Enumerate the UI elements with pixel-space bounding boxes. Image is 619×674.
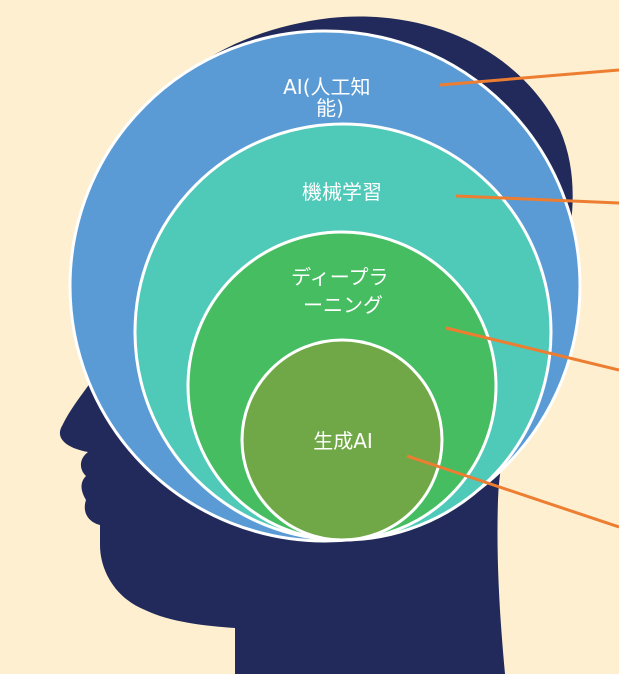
- deep-learning-label-line-2: ーニング: [303, 293, 383, 317]
- deep-learning-label-line-1: ディープラ: [291, 265, 388, 289]
- deep-learning-leader-line: [445, 326, 619, 372]
- deep-learning-label: ディープラ ーニング: [291, 265, 395, 317]
- ai-label: AI(人工知 能): [283, 75, 377, 120]
- machine-learning-label-line-1: 機械学習: [302, 180, 382, 204]
- generative-ai-label: 生成AI: [313, 429, 373, 453]
- generative-ai-leader-line: [406, 454, 619, 529]
- generative-ai-label-line-1: 生成AI: [313, 429, 373, 453]
- generative-ai-circle: [240, 338, 444, 542]
- machine-learning-leader-line: [455, 194, 619, 205]
- machine-learning-label: 機械学習: [302, 180, 382, 204]
- ai-leader-line: [439, 68, 619, 87]
- ai-label-line-2: 能): [316, 96, 344, 120]
- ai-label-line-1: AI(人工知: [283, 75, 370, 99]
